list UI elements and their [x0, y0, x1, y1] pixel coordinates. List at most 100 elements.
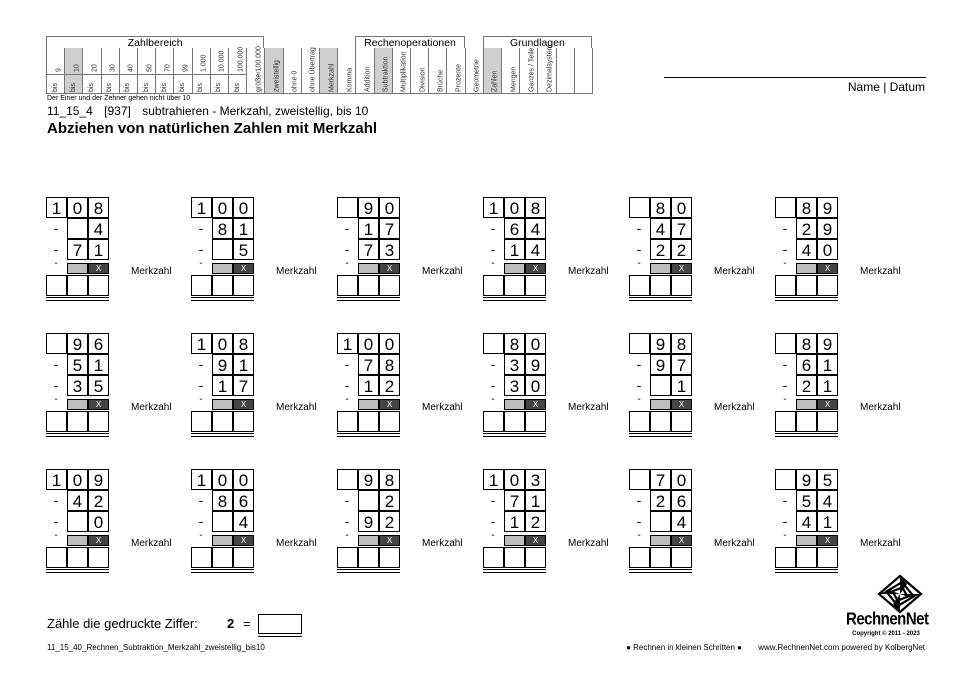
answer-cell[interactable]: [483, 547, 504, 568]
double-underline: [191, 433, 254, 437]
carry-cell-empty[interactable]: [191, 399, 212, 410]
carry-cell-empty[interactable]: [483, 399, 504, 410]
answer-cell[interactable]: [504, 411, 525, 432]
digit-cell: 1: [817, 511, 838, 532]
answer-cell[interactable]: [46, 547, 67, 568]
carry-cell-empty[interactable]: [46, 263, 67, 274]
carry-cell-empty[interactable]: [337, 399, 358, 410]
answer-cell[interactable]: [233, 275, 254, 296]
answer-cell[interactable]: [212, 547, 233, 568]
minus-sign: -: [490, 377, 496, 393]
digit-cell: 8: [796, 333, 817, 354]
answer-cell[interactable]: [212, 275, 233, 296]
answer-cell[interactable]: [337, 547, 358, 568]
carry-cell-empty[interactable]: [483, 535, 504, 546]
answer-cell[interactable]: [379, 411, 400, 432]
answer-cell[interactable]: [796, 547, 817, 568]
carry-cell-empty[interactable]: [629, 535, 650, 546]
count-answer-box[interactable]: [258, 614, 302, 634]
answer-cell[interactable]: [525, 547, 546, 568]
minus-sign: -: [490, 513, 496, 529]
answer-cell[interactable]: [796, 275, 817, 296]
answer-cell[interactable]: [379, 547, 400, 568]
carry-cell-empty[interactable]: [337, 263, 358, 274]
answer-cell[interactable]: [504, 275, 525, 296]
answer-cell[interactable]: [483, 411, 504, 432]
minus-sign: -: [344, 377, 350, 393]
answer-cell[interactable]: [358, 411, 379, 432]
carry-cell-empty[interactable]: [191, 263, 212, 274]
answer-cell[interactable]: [337, 411, 358, 432]
answer-cell[interactable]: [629, 547, 650, 568]
answer-cell[interactable]: [212, 411, 233, 432]
carry-cell-empty[interactable]: [483, 263, 504, 274]
answer-cell[interactable]: [671, 547, 692, 568]
carry-cell-empty[interactable]: [191, 535, 212, 546]
answer-cell[interactable]: [671, 275, 692, 296]
answer-cell[interactable]: [358, 547, 379, 568]
digit-cell: 0: [233, 469, 254, 490]
answer-cell[interactable]: [629, 275, 650, 296]
answer-cell[interactable]: [46, 275, 67, 296]
answer-cell[interactable]: [379, 275, 400, 296]
minus-sign: -: [636, 513, 642, 529]
carry-cell-empty[interactable]: [337, 535, 358, 546]
answer-cell[interactable]: [650, 411, 671, 432]
carry-cell-empty[interactable]: [775, 535, 796, 546]
digit-cell: 3: [504, 375, 525, 396]
range-col-bis: bis: [142, 83, 150, 92]
answer-cell[interactable]: [191, 275, 212, 296]
x-cell: X: [233, 399, 254, 410]
carry-cell-empty[interactable]: [775, 399, 796, 410]
answer-cell[interactable]: [504, 547, 525, 568]
answer-cell[interactable]: [337, 275, 358, 296]
answer-cell[interactable]: [67, 275, 88, 296]
answer-cell[interactable]: [817, 547, 838, 568]
answer-cell[interactable]: [525, 275, 546, 296]
range-col-bis: bis: [124, 83, 132, 92]
double-underline: [337, 297, 400, 301]
answer-cell[interactable]: [817, 275, 838, 296]
answer-cell[interactable]: [671, 411, 692, 432]
answer-cell[interactable]: [796, 411, 817, 432]
answer-cell[interactable]: [358, 275, 379, 296]
answer-cell[interactable]: [88, 411, 109, 432]
answer-cell[interactable]: [67, 547, 88, 568]
digit-cell: 0: [67, 197, 88, 218]
answer-cell[interactable]: [525, 411, 546, 432]
answer-cell[interactable]: [629, 411, 650, 432]
digit-cell: [337, 218, 358, 239]
answer-cell[interactable]: [775, 275, 796, 296]
range-col-bottom: bis: [174, 74, 192, 94]
carry-cell-empty[interactable]: [629, 399, 650, 410]
carry-cell-empty[interactable]: [46, 399, 67, 410]
answer-cell[interactable]: [483, 275, 504, 296]
digit-cell: 7: [233, 375, 254, 396]
answer-cell[interactable]: [191, 411, 212, 432]
answer-cell[interactable]: [775, 547, 796, 568]
answer-cell[interactable]: [817, 411, 838, 432]
answer-cell[interactable]: [233, 411, 254, 432]
answer-cell[interactable]: [233, 547, 254, 568]
digit-cell: 0: [358, 333, 379, 354]
answer-cell[interactable]: [88, 275, 109, 296]
answer-cell[interactable]: [650, 275, 671, 296]
carry-cell-empty[interactable]: [629, 263, 650, 274]
double-underline: [337, 569, 400, 573]
answer-cell[interactable]: [191, 547, 212, 568]
answer-cell[interactable]: [46, 411, 67, 432]
answer-cell[interactable]: [88, 547, 109, 568]
answer-cell[interactable]: [650, 547, 671, 568]
range-col-top: 30: [102, 48, 119, 74]
digit-cell: 3: [525, 469, 546, 490]
double-underline: [483, 433, 546, 437]
range-col-label: 1.000: [200, 54, 208, 72]
answer-cell[interactable]: [775, 411, 796, 432]
minus-sign: -: [783, 530, 787, 541]
carry-cell-empty[interactable]: [775, 263, 796, 274]
carry-cell-empty[interactable]: [46, 535, 67, 546]
answer-cell[interactable]: [67, 411, 88, 432]
